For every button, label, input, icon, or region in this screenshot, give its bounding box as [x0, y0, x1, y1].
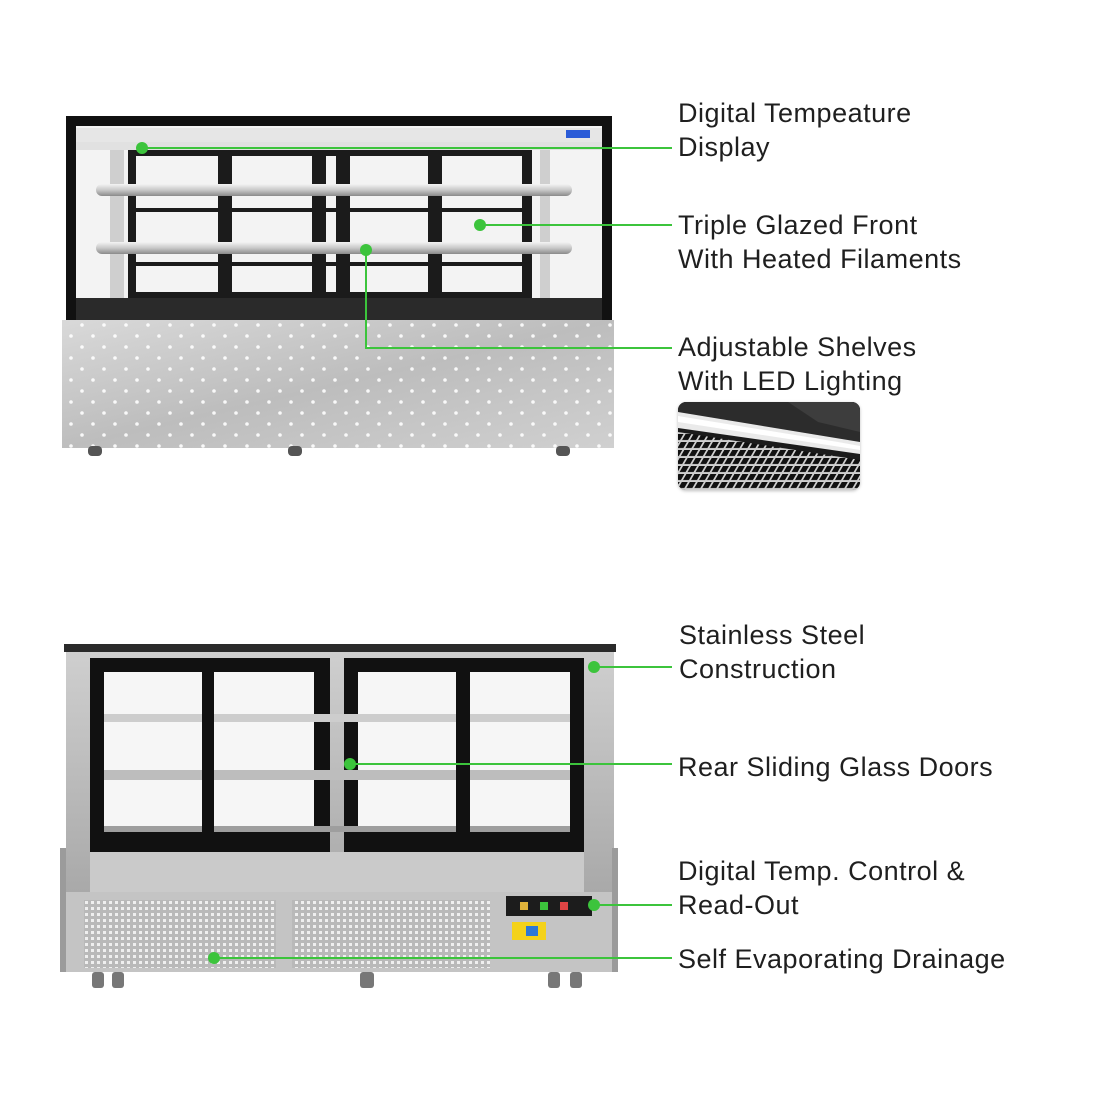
callout-stainless-steel: Stainless Steel Construction	[679, 618, 865, 686]
callout-adjustable-shelves: Adjustable Shelves With LED Lighting	[678, 330, 917, 398]
callout-dots	[136, 142, 600, 964]
callout-temp-display-line1: Digital Tempeature	[678, 98, 912, 128]
callout-stainless-steel-line1: Stainless Steel	[679, 620, 866, 650]
callout-dot-drainage	[208, 952, 220, 964]
callout-rear-doors: Rear Sliding Glass Doors	[678, 750, 993, 784]
callout-temp-control-line1: Digital Temp. Control &	[678, 856, 966, 886]
display-case-front-view	[62, 116, 614, 456]
callout-dot-rear-doors	[344, 758, 356, 770]
callout-dot-triple-glazed	[474, 219, 486, 231]
callout-temp-display-line2: Display	[678, 132, 771, 162]
callout-dot-temp-display	[136, 142, 148, 154]
callout-triple-glazed: Triple Glazed Front With Heated Filament…	[678, 208, 962, 276]
callout-dot-temp-control	[588, 899, 600, 911]
callout-dot-stainless-steel	[588, 661, 600, 673]
callout-rear-doors-line1: Rear Sliding Glass Doors	[678, 752, 994, 782]
callout-stainless-steel-line2: Construction	[679, 654, 837, 684]
display-case-rear-view	[60, 644, 618, 988]
callout-lines	[142, 147, 672, 959]
callout-adjustable-shelves-line2: With LED Lighting	[678, 366, 903, 396]
callout-drainage: Self Evaporating Drainage	[678, 942, 1006, 976]
led-lighting-inset-image	[678, 402, 860, 490]
callout-temp-control-line2: Read-Out	[678, 890, 800, 920]
callout-dot-adjustable-shelves	[360, 244, 372, 256]
callout-temp-control: Digital Temp. Control & Read-Out	[678, 854, 965, 922]
callout-line-adjustable-shelves	[365, 250, 672, 349]
callout-adjustable-shelves-line1: Adjustable Shelves	[678, 332, 917, 362]
callout-drainage-line1: Self Evaporating Drainage	[678, 944, 1006, 974]
callout-triple-glazed-line1: Triple Glazed Front	[678, 210, 918, 240]
callout-triple-glazed-line2: With Heated Filaments	[678, 244, 962, 274]
callout-temp-display: Digital Tempeature Display	[678, 96, 912, 164]
